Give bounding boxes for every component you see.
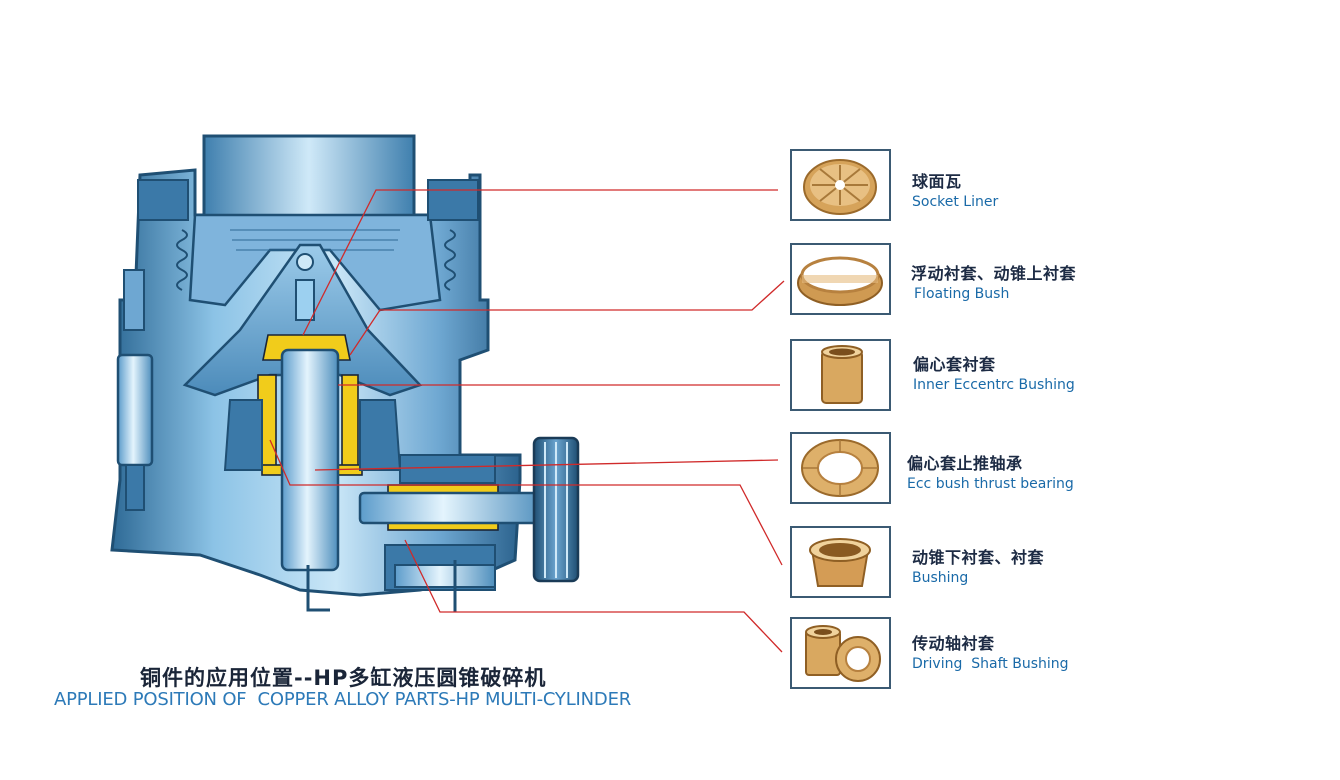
part-box-thrust-bearing	[790, 432, 891, 504]
bronze-sleeve-icon	[821, 345, 863, 404]
shaft-bushing-pair-icon	[805, 625, 881, 682]
label-zh: 浮动衬套、动锥上衬套	[911, 264, 1077, 283]
left-spring-stack	[176, 229, 456, 291]
label-en: Bushing	[912, 570, 969, 587]
caption-english: APPLIED POSITION OF COPPER ALLOY PARTS-H…	[54, 689, 632, 710]
label-thrust-bearing: 偏心套止推轴承 Ecc bush thrust bearing	[907, 454, 1074, 493]
label-en: Ecc bush thrust bearing	[907, 476, 1074, 493]
label-en: Floating Bush	[914, 286, 1010, 303]
flanged-bushing-icon	[809, 538, 871, 587]
label-inner-eccentric-bushing: 偏心套衬套 Inner Eccentrc Bushing	[913, 355, 1075, 394]
label-en: Inner Eccentrc Bushing	[913, 377, 1075, 394]
label-bushing: 动锥下衬套、衬套 Bushing	[912, 548, 1045, 587]
leader-lines	[269, 189, 785, 653]
part-box-floating-bush	[790, 243, 891, 315]
caption-chinese: 铜件的应用位置--HP多缸液压圆锥破碎机	[140, 666, 547, 690]
label-socket-liner: 球面瓦 Socket Liner	[912, 172, 999, 211]
main-shaft	[280, 348, 340, 572]
hydraulic-cylinder	[116, 269, 154, 511]
bronze-disc-icon	[803, 159, 877, 215]
label-zh: 球面瓦	[912, 172, 962, 191]
part-box-bushing	[790, 526, 891, 598]
label-floating-bush: 浮动衬套、动锥上衬套 Floating Bush	[911, 264, 1077, 303]
label-zh: 动锥下衬套、衬套	[912, 548, 1045, 567]
label-zh: 偏心套衬套	[913, 355, 996, 374]
label-zh: 传动轴衬套	[912, 634, 995, 653]
label-en: Driving Shaft Bushing	[912, 656, 1069, 673]
label-driving-shaft-bushing: 传动轴衬套 Driving Shaft Bushing	[912, 634, 1069, 673]
part-box-driving-shaft-bushing	[790, 617, 891, 689]
part-box-socket-liner	[790, 149, 891, 221]
bronze-ring-icon	[797, 256, 883, 306]
countershaft	[358, 491, 547, 525]
thrust-ring-icon	[801, 439, 879, 497]
label-en: Socket Liner	[912, 194, 999, 211]
label-zh: 偏心套止推轴承	[907, 454, 1023, 473]
feed-hopper	[202, 134, 416, 218]
v-belt-pulley	[532, 436, 580, 583]
part-box-inner-eccentric-bushing	[790, 339, 891, 411]
